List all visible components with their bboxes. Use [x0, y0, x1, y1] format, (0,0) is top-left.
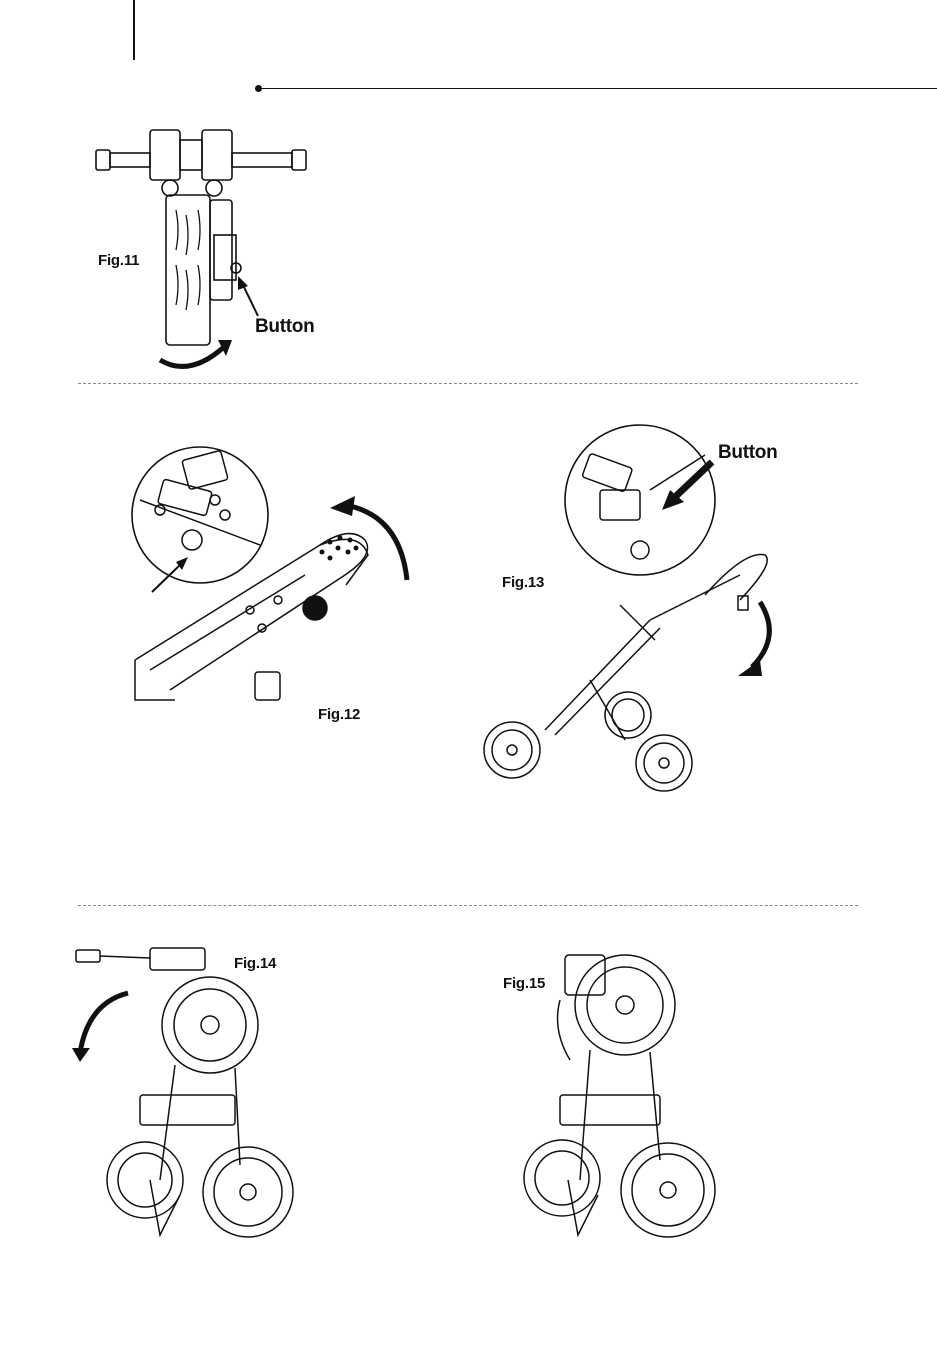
fig15-label: Fig.15 — [503, 975, 545, 992]
